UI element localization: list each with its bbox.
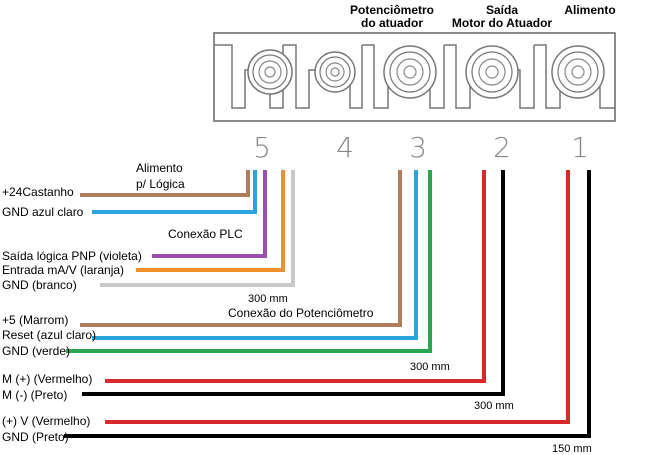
wire-gnd-lightblue <box>92 170 257 214</box>
length-label-pot: 300 mm <box>410 361 450 373</box>
wire-label: GND (Preto) <box>2 430 69 444</box>
wire-pnp-violet <box>152 170 267 258</box>
wire-label: Saída lógica PNP (violeta) <box>2 249 142 263</box>
wire-label: +24Castanho <box>2 185 74 199</box>
terminal-number-1: 1 <box>571 131 589 164</box>
screw-terminal-4 <box>314 51 356 93</box>
wire-24v-brown <box>80 170 250 197</box>
wire-label: Entrada mA/V (laranja) <box>2 263 124 277</box>
header-saida-line2: Motor do Atuador <box>452 16 553 30</box>
wire-motor-plus-red <box>105 170 486 383</box>
wire-power-gnd-black <box>64 170 591 438</box>
wire-label: GND (branco) <box>2 278 77 292</box>
wire-power-plus-red <box>105 170 570 424</box>
wire-gnd-white <box>100 170 295 287</box>
wire-label: Reset (azul claro) <box>2 328 96 342</box>
screw-terminal-5 <box>247 49 293 95</box>
terminal-number-3: 3 <box>409 131 427 164</box>
wire-5v-brown <box>80 170 402 327</box>
terminal-number-5: 5 <box>253 131 271 164</box>
length-label-plc: 300 mm <box>248 293 288 305</box>
header-potenciometro-line2: do atuador <box>361 16 423 30</box>
wire-input-orange <box>136 170 285 272</box>
wire-motor-minus-black <box>82 170 505 396</box>
group-label-conexao-plc: Conexão PLC <box>168 227 243 241</box>
group-label-alimento-logica: p/ Lógica <box>136 177 185 191</box>
wire-label: M (-) (Preto) <box>2 388 67 402</box>
wire-label: GND azul claro <box>2 205 84 219</box>
header-potenciometro-line1: Potenciômetro <box>350 3 434 17</box>
length-label-motor: 300 mm <box>474 400 514 412</box>
wire-gnd-green <box>66 170 432 353</box>
wire-label: M (+) (Vermelho) <box>2 372 92 386</box>
wire-reset-lightblue <box>92 170 418 340</box>
group-label-conexao-potenciometro: Conexão do Potenciômetro <box>228 306 374 320</box>
header-alimento: Alimento <box>564 3 615 17</box>
wire-label: +5 (Marrom) <box>2 313 68 327</box>
terminal-number-4: 4 <box>336 131 354 164</box>
group-label-alimento-logica: Alimento <box>136 161 183 175</box>
screw-terminal-1 <box>551 45 605 99</box>
screw-terminal-3 <box>383 45 437 99</box>
wire-label: GND (verde) <box>2 344 70 358</box>
length-label-power: 150 mm <box>552 443 592 455</box>
screw-terminal-2 <box>465 45 519 99</box>
header-saida-line1: Saída <box>486 3 518 17</box>
wire-label: (+) V (Vermelho) <box>2 414 90 428</box>
terminal-number-2: 2 <box>493 131 511 164</box>
terminal-block <box>213 32 616 122</box>
